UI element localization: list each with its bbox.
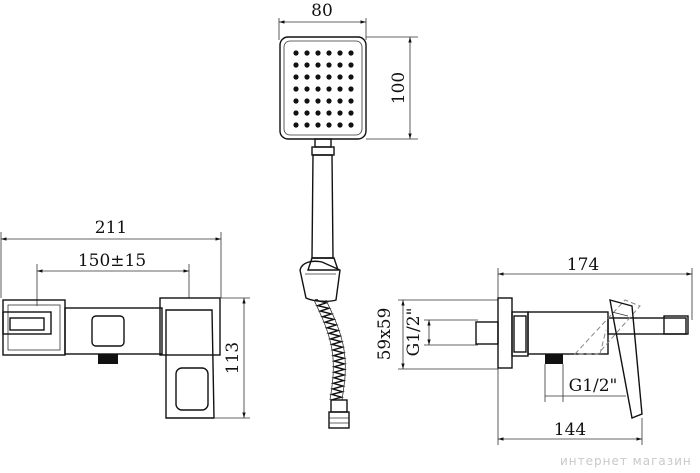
nozzle-dot	[337, 74, 343, 80]
nozzle-dot	[293, 50, 299, 56]
dim-mixer-width: 211	[95, 218, 127, 238]
nozzle-dot	[315, 122, 321, 128]
nozzle-dot	[304, 50, 310, 56]
nozzle-dot	[304, 62, 310, 68]
dim-connection-square: 59x59	[375, 308, 395, 361]
nozzle-dot	[315, 86, 321, 92]
nozzle-dot	[326, 98, 332, 104]
nozzle-dot	[326, 122, 332, 128]
nozzle-dot	[293, 110, 299, 116]
nozzle-dot	[337, 122, 343, 128]
nozzle-dot	[348, 74, 354, 80]
nozzle-dot	[326, 74, 332, 80]
nozzle-dot	[293, 62, 299, 68]
nozzle-dot	[304, 98, 310, 104]
nozzle-dot	[293, 74, 299, 80]
nozzle-dot	[293, 122, 299, 128]
dim-shower-height: 100	[389, 72, 409, 104]
nozzle-dot	[326, 86, 332, 92]
nozzle-dot	[348, 122, 354, 128]
nozzle-dot	[326, 110, 332, 116]
shower-head-view: 80 100	[278, 1, 418, 429]
nozzle-dot	[315, 50, 321, 56]
hose-edge-right	[325, 299, 346, 401]
nozzle-dot	[348, 62, 354, 68]
dim-mixer-height: 113	[223, 342, 243, 374]
nozzle-dot	[337, 110, 343, 116]
hose-edge-left	[313, 299, 334, 401]
nozzle-dot	[348, 86, 354, 92]
nozzle-dot	[304, 74, 310, 80]
nozzle-dot	[337, 50, 343, 56]
nozzle-dot	[326, 62, 332, 68]
dim-center-distance: 150±15	[78, 251, 146, 271]
nozzle-dot	[337, 62, 343, 68]
mixer-side-view: 174 59x59 G1/2" G1/2"	[375, 255, 693, 445]
nozzle-dot	[348, 98, 354, 104]
dim-shower-width: 80	[311, 1, 333, 21]
hose-braid	[314, 299, 347, 401]
nozzle-dot	[315, 98, 321, 104]
shower-hose	[313, 299, 347, 401]
nozzle-dot	[348, 110, 354, 116]
nozzle-dot	[315, 74, 321, 80]
mixer-front-view: 211 150±15 113	[0, 218, 250, 419]
nozzle-dot	[304, 110, 310, 116]
nozzle-dot	[293, 86, 299, 92]
dim-side-length: 174	[567, 255, 599, 275]
watermark: интернет магазин	[560, 454, 692, 468]
nozzle-dot	[337, 86, 343, 92]
nozzle-dot	[304, 86, 310, 92]
dim-side-base: 144	[554, 420, 586, 440]
nozzle-dot	[315, 110, 321, 116]
shower-nozzles	[293, 50, 354, 128]
nozzle-dot	[348, 50, 354, 56]
dim-thread-horizontal: G1/2"	[569, 376, 618, 396]
nozzle-dot	[315, 62, 321, 68]
nozzle-dot	[304, 122, 310, 128]
nozzle-dot	[293, 98, 299, 104]
nozzle-dot	[326, 50, 332, 56]
nozzle-dot	[337, 98, 343, 104]
dim-thread-vertical: G1/2"	[404, 308, 424, 357]
